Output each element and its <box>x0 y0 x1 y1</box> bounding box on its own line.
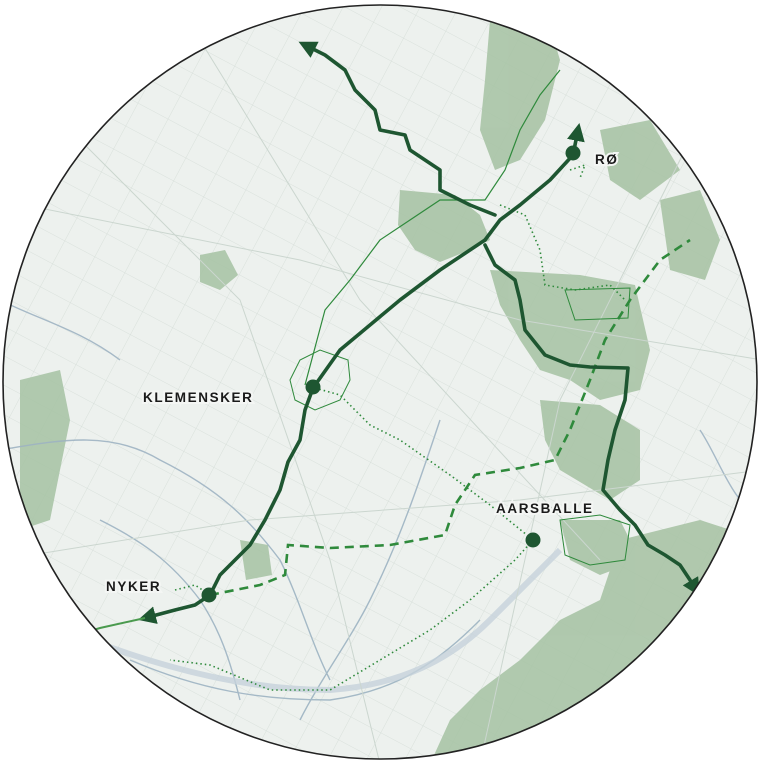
town-marker-klemensker[interactable] <box>305 379 321 395</box>
town-labels: RØ KLEMENSKER AARSBALLE NYKER <box>104 150 619 596</box>
route-thin-north <box>304 69 561 386</box>
town-marker-ro[interactable] <box>565 145 581 161</box>
town-label-klemensker: KLEMENSKER <box>143 390 254 405</box>
town-label-nyker: NYKER <box>106 579 161 594</box>
route-south-east <box>483 243 700 597</box>
route-north-west <box>298 41 497 217</box>
town-marker-aarsballe[interactable] <box>525 532 541 548</box>
town-label-ro: RØ <box>595 152 618 167</box>
local-roads <box>3 39 757 759</box>
map-frame <box>2 4 758 760</box>
town-marker-nyker[interactable] <box>201 587 217 603</box>
town-label-aarsballe: AARSBALLE <box>496 501 594 516</box>
river <box>88 547 563 694</box>
town-outlines <box>289 287 631 566</box>
town-markers <box>201 145 581 603</box>
